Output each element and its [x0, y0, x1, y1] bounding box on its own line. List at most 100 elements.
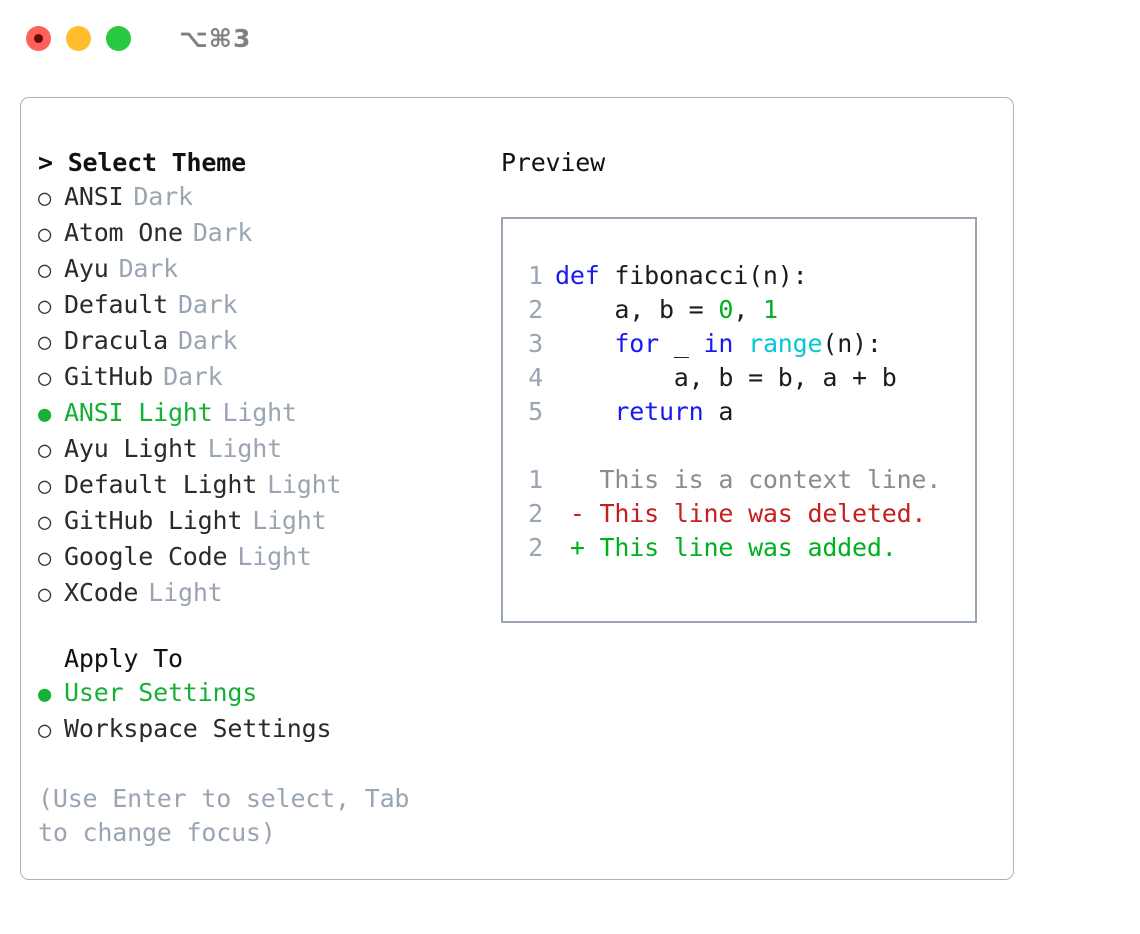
theme-option-dracula[interactable]: ○ Dracula Dark	[38, 324, 483, 360]
theme-variant-badge: Dark	[177, 326, 238, 355]
theme-variant-badge: Dark	[163, 362, 223, 391]
code-token-num: 1	[762, 295, 778, 324]
code-token-txt: a, b =	[555, 295, 719, 324]
theme-option-label: GitHub	[64, 362, 154, 391]
line-number: 2	[528, 533, 543, 562]
line-number: 1	[528, 261, 543, 290]
theme-variant-badge: Dark	[118, 254, 179, 283]
preview-title: Preview	[501, 148, 605, 177]
radio-unselected-icon: ○	[38, 258, 52, 283]
diff-line-del: 2 - This line was deleted.	[517, 497, 975, 531]
theme-variant-badge: Light	[207, 434, 282, 463]
radio-unselected-icon: ○	[38, 510, 52, 535]
theme-option-github[interactable]: ○ GitHub Dark	[38, 360, 483, 396]
radio-unselected-icon: ○	[38, 366, 52, 391]
theme-variant-badge: Light	[222, 398, 297, 427]
diff-line-add: 2 + This line was added.	[517, 531, 975, 565]
code-token-txt	[555, 329, 614, 358]
window-shortcut-label: ⌥⌘3	[179, 23, 252, 53]
theme-option-label: XCode	[64, 578, 139, 607]
code-token-kw: def	[555, 261, 600, 290]
apply-to-option-workspace-settings[interactable]: ○ Workspace Settings	[38, 712, 483, 748]
line-number: 2	[528, 295, 543, 324]
radio-unselected-icon: ○	[38, 330, 52, 355]
window-titlebar: ⌥⌘3	[0, 0, 1140, 76]
maximize-button[interactable]	[106, 25, 131, 51]
apply-to-list: ●User Settings ○ Workspace Settings	[38, 676, 483, 748]
diff-sample: 1 This is a context line.2 - This line w…	[517, 463, 975, 565]
theme-option-label: Dracula	[64, 326, 168, 355]
theme-option-ansi-light[interactable]: ● ANSI Light Light	[38, 396, 483, 432]
radio-unselected-icon: ○	[38, 186, 52, 211]
theme-option-ayu[interactable]: ○ Ayu Dark	[38, 252, 483, 288]
theme-option-default[interactable]: ○ Default Dark	[38, 288, 483, 324]
code-token-txt: _	[658, 329, 704, 358]
theme-variant-badge: Light	[148, 578, 223, 607]
minimize-button[interactable]	[66, 25, 91, 51]
theme-option-label: GitHub Light	[64, 506, 243, 535]
apply-to-title: Apply To	[64, 644, 183, 673]
spacer	[517, 429, 975, 463]
theme-variant-badge: Dark	[133, 182, 193, 211]
line-number: 2	[528, 499, 543, 528]
traffic-light-group	[26, 25, 131, 51]
code-token-kw: for	[614, 329, 659, 358]
theme-option-label: Ayu	[64, 254, 109, 283]
code-line: 4 a, b = b, a + b	[517, 361, 975, 395]
code-token-txt	[555, 397, 614, 426]
code-token-txt: (n):	[822, 329, 882, 358]
code-token-txt: fibonacci(n):	[599, 261, 808, 290]
theme-option-label: Atom One	[64, 218, 183, 247]
code-line: 2 a, b = 0, 1	[517, 293, 975, 327]
theme-variant-badge: Light	[237, 542, 312, 571]
radio-unselected-icon: ○	[38, 582, 52, 607]
theme-option-github-light[interactable]: ○ GitHub Light Light	[38, 504, 483, 540]
theme-option-xcode[interactable]: ○ XCode Light	[38, 576, 483, 612]
code-token-kw: return	[614, 397, 704, 426]
theme-option-google-code[interactable]: ○ Google Code Light	[38, 540, 483, 576]
apply-to-option-label: Workspace Settings	[64, 714, 332, 743]
code-token-txt: ,	[733, 295, 763, 324]
code-line: 1 def fibonacci(n):	[517, 259, 975, 293]
code-token-fn: range	[748, 329, 823, 358]
radio-unselected-icon: ○	[38, 474, 52, 499]
theme-option-label: Ayu Light	[64, 434, 198, 463]
radio-unselected-icon: ○	[38, 294, 52, 319]
theme-variant-badge: Dark	[177, 290, 238, 319]
keyboard-hint-text: (Use Enter to select, Tab to change focu…	[38, 784, 410, 847]
code-token-txt: a	[703, 397, 734, 426]
theme-option-label: Default	[64, 290, 168, 319]
theme-option-label: ANSI Light	[64, 398, 213, 427]
diff-line-text: This is a context line.	[555, 465, 942, 494]
line-number: 4	[528, 363, 543, 392]
line-number: 3	[528, 329, 543, 358]
theme-variant-badge: Light	[252, 506, 327, 535]
line-number: 1	[528, 465, 543, 494]
radio-unselected-icon: ○	[38, 718, 52, 743]
code-line: 3 for _ in range(n):	[517, 327, 975, 361]
apply-to-option-label: User Settings	[64, 678, 258, 707]
code-line: 5 return a	[517, 395, 975, 429]
radio-unselected-icon: ○	[38, 546, 52, 571]
code-token-kw: in	[703, 329, 734, 358]
code-token-txt: a, b = b, a + b	[555, 363, 897, 392]
theme-option-ayu-light[interactable]: ○ Ayu Light Light	[38, 432, 483, 468]
radio-unselected-icon: ○	[38, 438, 52, 463]
diff-line-text: + This line was added.	[555, 533, 897, 562]
theme-variant-badge: Light	[267, 470, 342, 499]
radio-selected-icon: ●	[38, 402, 52, 427]
apply-to-option-user-settings[interactable]: ●User Settings	[38, 676, 483, 712]
code-token-num: 0	[718, 295, 734, 324]
theme-option-label: Google Code	[64, 542, 228, 571]
line-number: 5	[528, 397, 543, 426]
theme-variant-badge: Dark	[192, 218, 253, 247]
spacer	[38, 612, 483, 642]
diff-line-ctx: 1 This is a context line.	[517, 463, 975, 497]
close-button[interactable]	[26, 25, 51, 51]
